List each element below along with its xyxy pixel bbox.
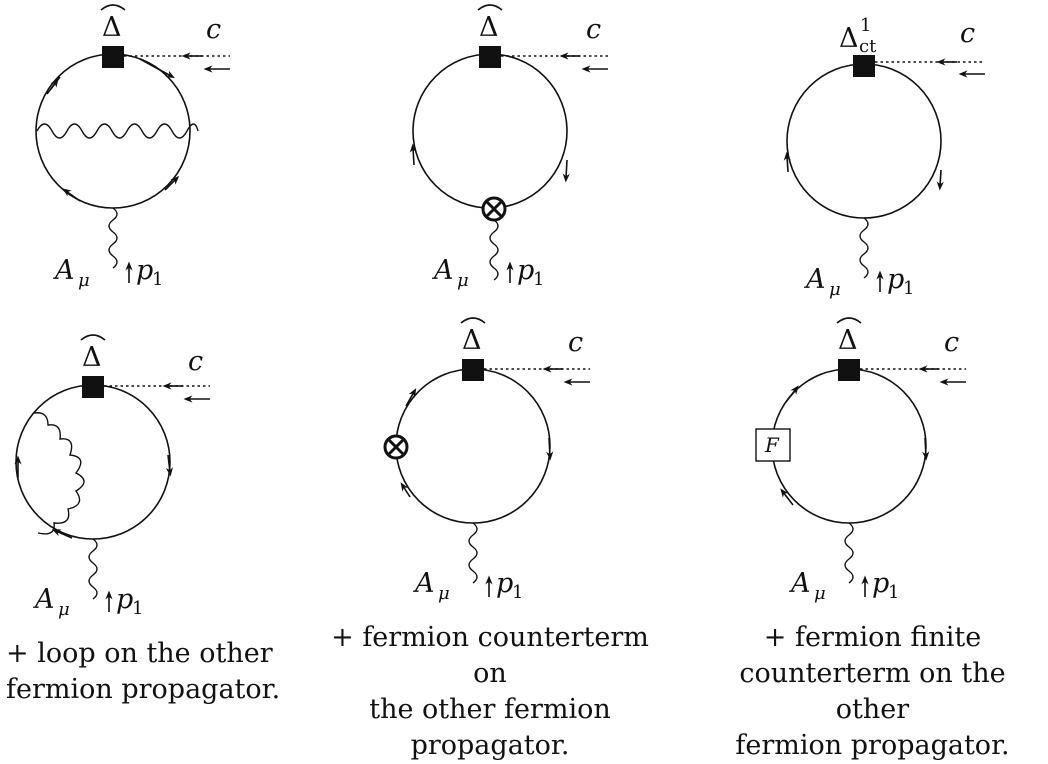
delta-vertex xyxy=(479,46,501,68)
photon-label: A xyxy=(803,264,826,295)
svg-text:F: F xyxy=(764,433,780,457)
delta-vertex xyxy=(462,359,484,381)
external-photon xyxy=(88,538,98,600)
delta-vertex xyxy=(838,359,860,381)
caption-diagram-4: + loop on the other fermion propagator. xyxy=(6,638,281,705)
diagram-5-fermion-counterterm: Δ c A μ p 1 xyxy=(383,317,590,604)
fermion-loop xyxy=(395,368,551,524)
delta-hat-label: Δ xyxy=(462,325,482,356)
fermion-arrows xyxy=(400,388,554,498)
counterterm-cross-icon xyxy=(383,434,409,460)
fermion-arrows xyxy=(409,143,570,183)
feynman-diagrams-figure: Δ c A μ p 1 Δ c A μ p 1 xyxy=(14,4,985,620)
momentum-label: p xyxy=(872,568,889,599)
diagram-2-counterterm-vertex: Δ c A μ p 1 xyxy=(409,4,608,291)
delta-hat-label: Δ xyxy=(838,325,858,356)
fermion-arrows xyxy=(46,58,180,202)
diagram-3-ct-vertex: Δ 1 ct c A μ p 1 xyxy=(783,15,985,300)
momentum-label: p xyxy=(887,264,904,295)
svg-text:μ: μ xyxy=(58,599,70,620)
fermion-loop xyxy=(786,63,942,219)
fermion-loop xyxy=(771,368,927,524)
caption-diagram-6: + fermion finite counterterm on the othe… xyxy=(735,622,1010,761)
diagram-1-two-loop-photon: Δ c A μ p 1 xyxy=(35,4,230,291)
svg-text:μ: μ xyxy=(829,279,841,300)
ghost-label: c xyxy=(568,327,583,358)
svg-text:1: 1 xyxy=(860,15,871,36)
diagram-6-finite-counterterm: F Δ c A μ p 1 xyxy=(755,317,966,604)
external-photon xyxy=(859,217,869,279)
counterterm-cross-icon xyxy=(481,196,507,222)
photon-label: A xyxy=(788,568,811,599)
photon-label: A xyxy=(32,584,55,615)
momentum-label: p xyxy=(517,255,534,286)
delta-hat-label: Δ xyxy=(82,342,102,373)
photon-label: A xyxy=(52,255,75,286)
svg-text:1: 1 xyxy=(132,598,143,619)
svg-text:1: 1 xyxy=(888,582,899,603)
fermion-loop xyxy=(412,53,568,209)
photon-label: A xyxy=(412,568,435,599)
svg-text:1: 1 xyxy=(512,582,523,603)
external-photon xyxy=(844,522,854,584)
ghost-label: c xyxy=(188,346,203,377)
delta-vertex xyxy=(102,46,124,68)
fermion-arrows xyxy=(780,385,930,506)
ghost-label: c xyxy=(206,14,221,45)
external-photon xyxy=(468,522,478,584)
delta-ct-label: Δ xyxy=(839,23,859,54)
external-photon xyxy=(108,207,118,269)
internal-photon-horizontal xyxy=(36,123,199,139)
svg-text:1: 1 xyxy=(533,269,544,290)
external-photon xyxy=(489,219,499,281)
svg-text:1: 1 xyxy=(152,269,163,290)
fermion-arrows xyxy=(783,151,944,191)
caption-diagram-5: + fermion counterterm on the other fermi… xyxy=(331,622,649,761)
svg-text:ct: ct xyxy=(859,36,877,57)
finite-counterterm-box: F xyxy=(755,428,791,462)
svg-text:μ: μ xyxy=(78,270,90,291)
momentum-label: p xyxy=(116,584,133,615)
internal-photon-arc xyxy=(33,412,85,535)
delta-hat-label: Δ xyxy=(102,12,122,43)
momentum-label: p xyxy=(496,568,513,599)
svg-text:1: 1 xyxy=(903,278,914,299)
svg-text:μ: μ xyxy=(438,583,450,604)
delta-ct-vertex xyxy=(853,55,875,77)
ghost-label: c xyxy=(944,327,959,358)
svg-text:μ: μ xyxy=(457,270,469,291)
diagram-4-self-energy-loop: Δ c A μ p 1 xyxy=(14,334,210,620)
delta-hat-label: Δ xyxy=(479,12,499,43)
momentum-label: p xyxy=(136,255,153,286)
photon-label: A xyxy=(431,255,454,286)
svg-text:μ: μ xyxy=(814,583,826,604)
ghost-label: c xyxy=(960,18,975,49)
delta-vertex xyxy=(82,376,104,398)
fermion-loop xyxy=(15,384,171,540)
ghost-label: c xyxy=(586,14,601,45)
fermion-arrows xyxy=(14,454,174,539)
